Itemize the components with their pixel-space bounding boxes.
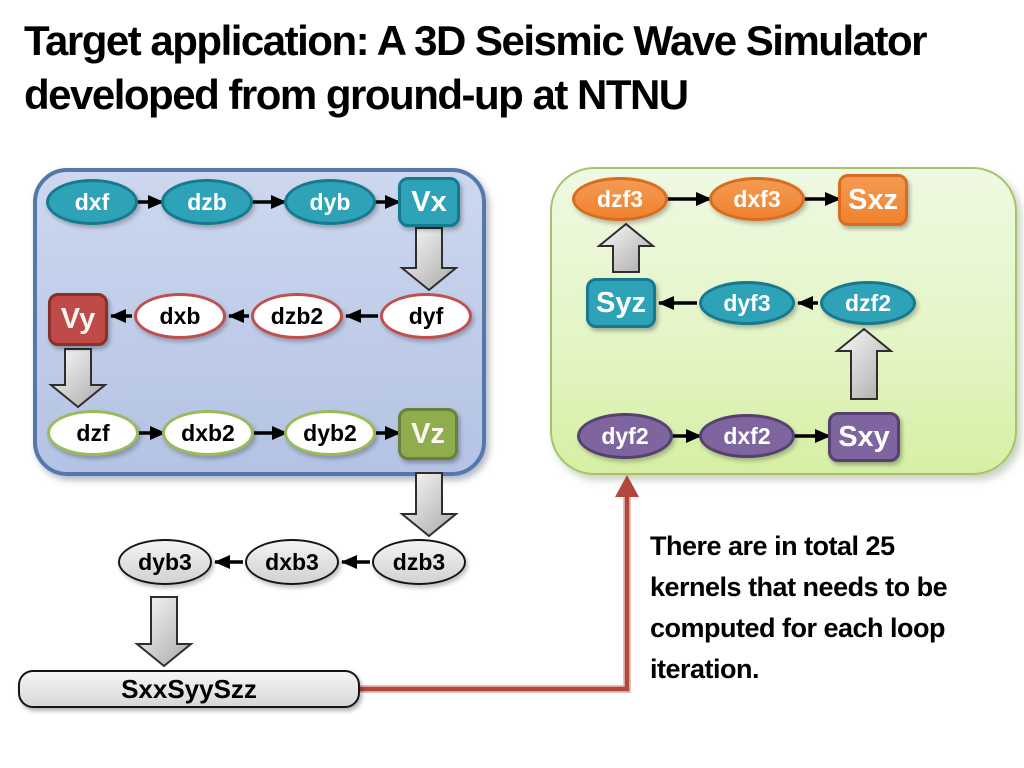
note-line-3: computed for each loop xyxy=(650,613,946,643)
node-dyb3: dyb3 xyxy=(118,539,212,585)
node-dxb3: dxb3 xyxy=(245,539,339,585)
node-dzf2: dzf2 xyxy=(820,281,916,325)
note-text: There are in total 25 kernels that needs… xyxy=(650,526,1010,690)
node-dyb: dyb xyxy=(284,179,376,225)
node-syz: Syz xyxy=(586,278,656,328)
node-dxf3: dxf3 xyxy=(709,177,805,221)
node-sxz: Sxz xyxy=(838,174,908,226)
note-line-1: There are in total 25 xyxy=(650,531,895,561)
block-arrow-up-dzf3-icon xyxy=(596,222,656,273)
node-dxb: dxb xyxy=(134,293,226,339)
node-dzb3: dzb3 xyxy=(372,539,466,585)
node-vz: Vz xyxy=(398,408,458,460)
note-line-2: kernels that needs to be xyxy=(650,572,948,602)
node-dzb: dzb xyxy=(161,179,253,225)
block-arrow-dyb3-down-icon xyxy=(134,596,194,668)
slide-title: Target application: A 3D Seismic Wave Si… xyxy=(24,17,927,118)
node-dyb2: dyb2 xyxy=(284,410,376,456)
node-dyf3: dyf3 xyxy=(699,281,795,325)
node-dxb2: dxb2 xyxy=(162,410,254,456)
node-sxxsyyszz-bar: SxxSyySzz xyxy=(18,670,360,708)
node-dxf2: dxf2 xyxy=(699,414,795,458)
red-connector-halo xyxy=(358,496,631,693)
node-dyf2: dyf2 xyxy=(577,413,673,459)
node-dzb2: dzb2 xyxy=(251,293,343,339)
red-connector-arrowhead-icon xyxy=(615,475,639,497)
node-dxf: dxf xyxy=(46,179,138,225)
block-arrow-vz-down-icon xyxy=(399,472,459,538)
node-sxy: Sxy xyxy=(828,412,900,462)
node-dzf3: dzf3 xyxy=(572,177,668,221)
node-dyf: dyf xyxy=(380,293,472,339)
node-vy: Vy xyxy=(48,293,108,346)
node-dzf: dzf xyxy=(47,410,139,456)
red-connector xyxy=(358,496,630,692)
note-line-4: iteration. xyxy=(650,654,760,684)
block-arrow-vy-down-icon xyxy=(48,348,108,409)
block-arrow-up-dzf2-icon xyxy=(834,327,894,400)
block-arrow-vx-down-icon xyxy=(399,227,459,292)
node-vx: Vx xyxy=(398,177,460,227)
